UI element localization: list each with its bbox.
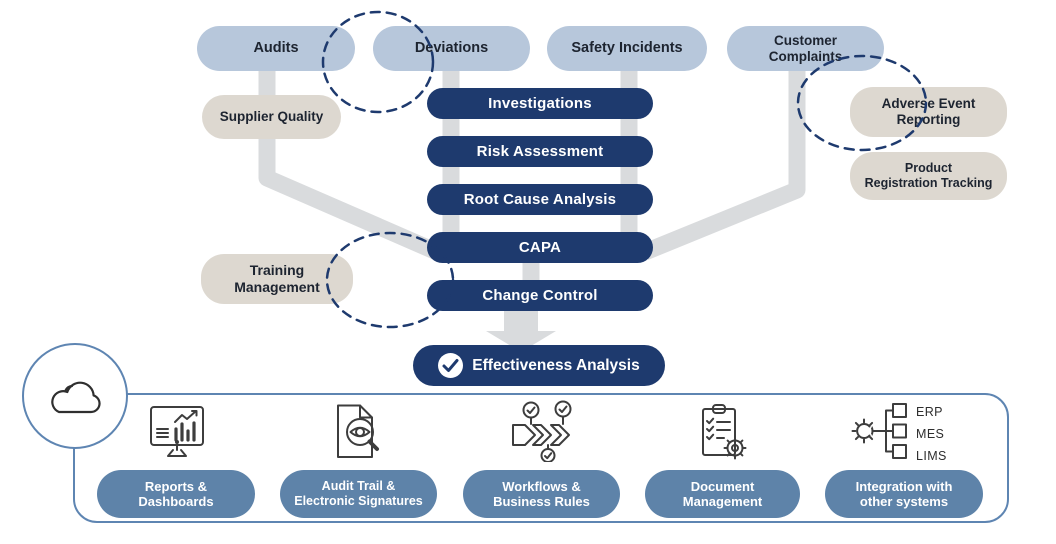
feature-integration: Integration with other systems: [825, 470, 983, 518]
dashboard-icon: [147, 404, 207, 462]
integration-systems-list: ERP MES LIMS: [916, 401, 947, 467]
effectiveness-analysis-label: Effectiveness Analysis: [472, 356, 640, 374]
cloud-icon: [51, 381, 101, 414]
node-product-registration-tracking: Product Registration Tracking: [850, 152, 1007, 200]
node-safety-incidents: Safety Incidents: [547, 26, 707, 71]
connector-customer-complaints: [641, 45, 806, 260]
node-change-control: Change Control: [427, 280, 653, 311]
down-arrow: [486, 308, 556, 352]
connector-audits: [258, 45, 441, 260]
node-effectiveness-analysis: Effectiveness Analysis: [413, 345, 665, 386]
node-capa: CAPA: [427, 232, 653, 263]
integration-system-lims: LIMS: [916, 449, 947, 463]
node-risk-assessment: Risk Assessment: [427, 136, 653, 167]
node-training-management: Training Management: [201, 254, 353, 304]
node-supplier-quality: Supplier Quality: [202, 95, 341, 139]
audit-trail-icon: [330, 402, 386, 460]
node-customer-complaints: Customer Complaints: [727, 26, 884, 71]
feature-audit-trail-signatures: Audit Trail & Electronic Signatures: [280, 470, 437, 518]
integration-system-erp: ERP: [916, 405, 943, 419]
feature-document-management: Document Management: [645, 470, 800, 518]
feature-workflows-rules: Workflows & Business Rules: [463, 470, 620, 518]
node-adverse-event-reporting: Adverse Event Reporting: [850, 87, 1007, 137]
workflow-icon: [507, 400, 573, 462]
node-deviations: Deviations: [373, 26, 530, 71]
checkmark-icon: [438, 353, 464, 378]
node-investigations: Investigations: [427, 88, 653, 119]
integration-icon: [850, 400, 912, 462]
feature-reports-dashboards: Reports & Dashboards: [97, 470, 255, 518]
node-root-cause-analysis: Root Cause Analysis: [427, 184, 653, 215]
cloud-badge: [22, 343, 128, 449]
document-management-icon: [693, 402, 751, 462]
integration-system-mes: MES: [916, 427, 945, 441]
node-audits: Audits: [197, 26, 355, 71]
